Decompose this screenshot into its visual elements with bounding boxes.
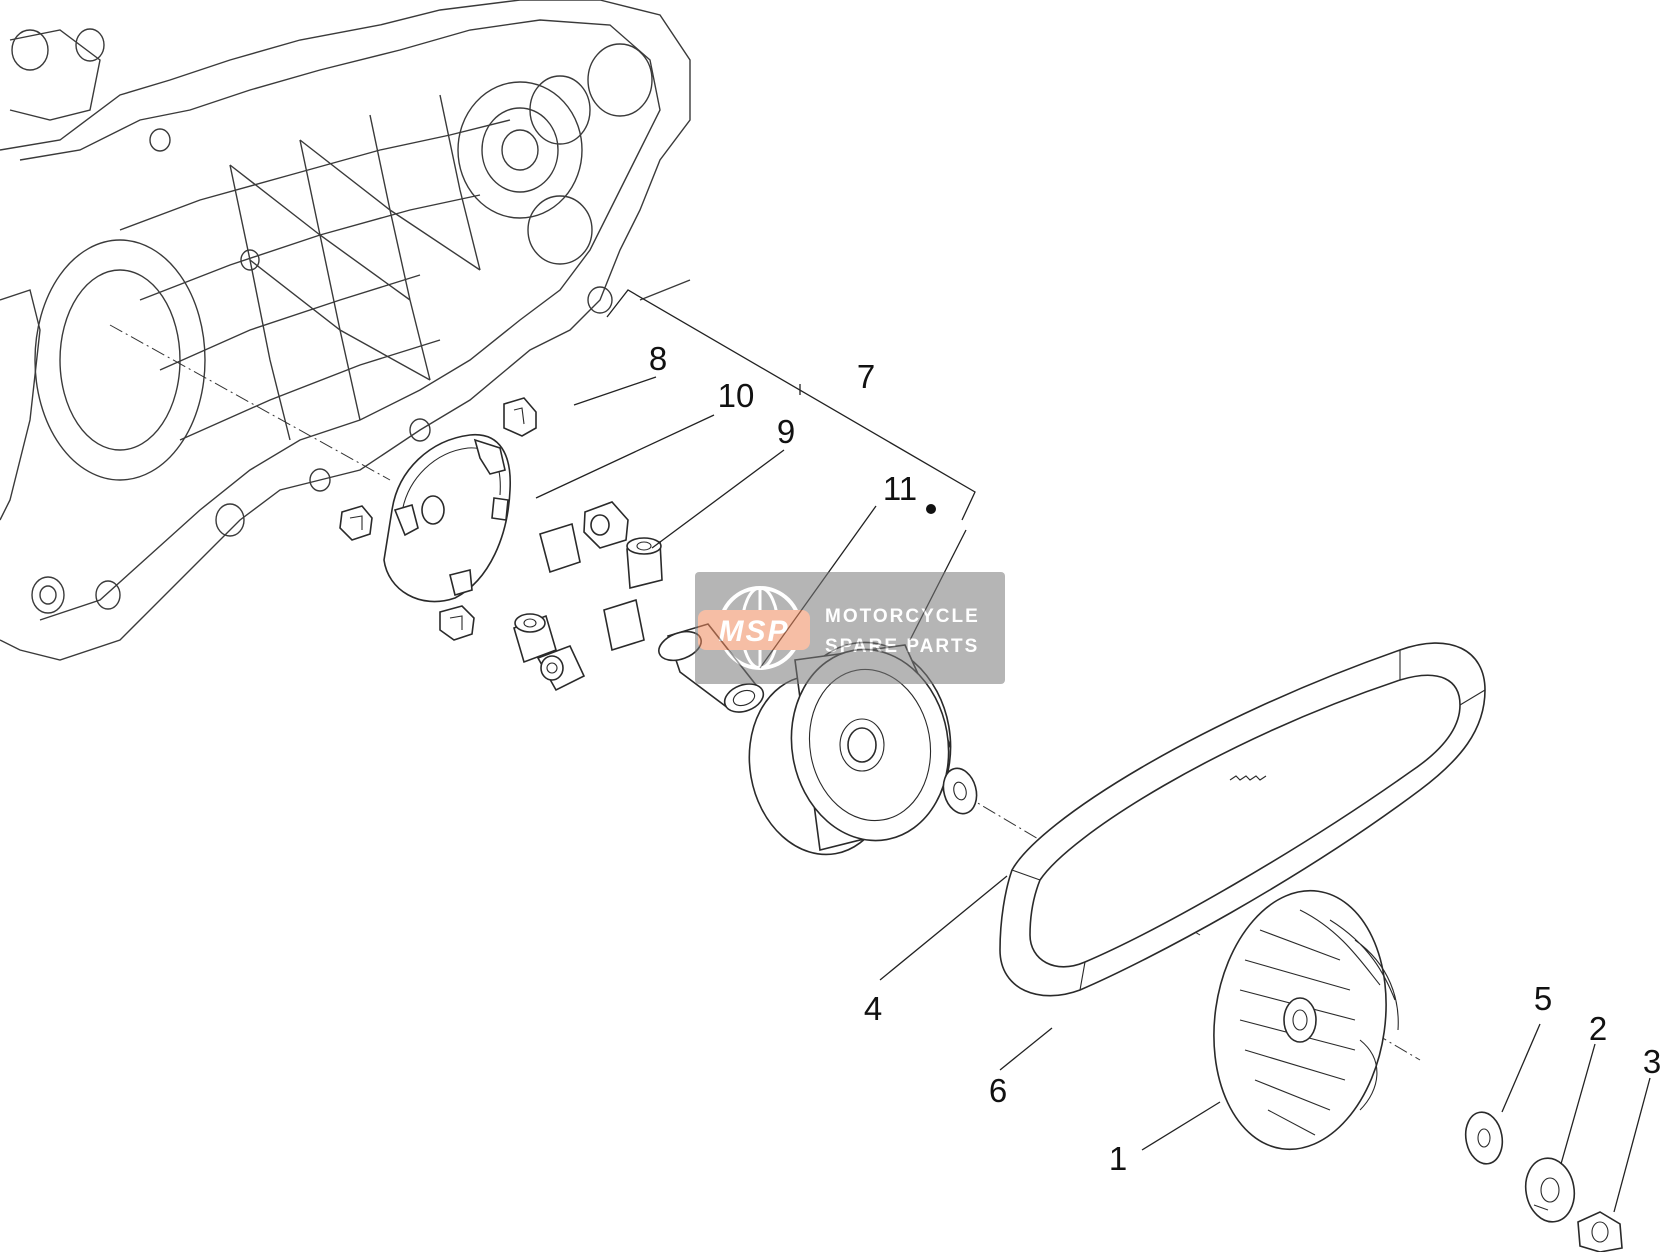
group-bracket <box>606 289 976 521</box>
small-washer <box>1464 1111 1504 1165</box>
watermark-line2: SPARE PARTS <box>825 636 979 657</box>
callout-9: 9 <box>777 413 795 450</box>
leader-lines <box>535 376 1651 1213</box>
callout-5: 5 <box>1534 980 1552 1017</box>
slider-pieces <box>339 397 537 641</box>
callout-10: 10 <box>718 377 755 414</box>
callout-8: 8 <box>649 340 667 377</box>
group-marker-dot <box>926 504 936 514</box>
watermark-logo-text: MSP <box>718 615 789 648</box>
drive-belt <box>999 642 1486 997</box>
watermark-logo-badge <box>698 610 810 650</box>
callout-3: 3 <box>1643 1043 1661 1080</box>
msp-watermark: MSP MOTORCYCLE SPARE PARTS <box>695 572 1005 684</box>
callout-7: 7 <box>857 358 875 395</box>
nut <box>1577 1211 1623 1252</box>
watermark-line1: MOTORCYCLE <box>825 606 980 627</box>
callout-6: 6 <box>989 1072 1007 1109</box>
ramp-plate <box>383 434 511 603</box>
callout-1: 1 <box>1109 1140 1127 1177</box>
washer <box>942 767 978 815</box>
crankcase-housing <box>0 0 691 661</box>
callout-4: 4 <box>864 990 882 1027</box>
callout-11: 11 <box>883 470 917 507</box>
rollers <box>513 501 663 692</box>
callout-2: 2 <box>1589 1010 1607 1047</box>
variator-pulley <box>748 641 952 856</box>
spacer-washer <box>1524 1157 1576 1223</box>
fan-pulley <box>1213 889 1399 1151</box>
center-axis-line <box>109 324 1421 1061</box>
